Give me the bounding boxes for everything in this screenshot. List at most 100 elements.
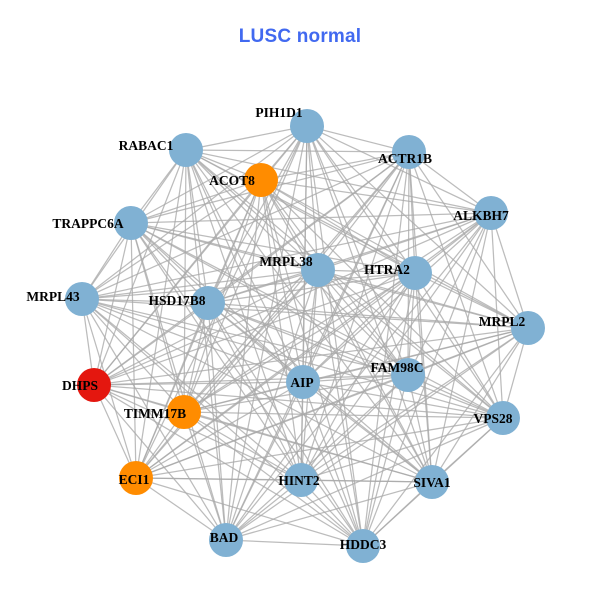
edge-line <box>207 272 416 304</box>
network-node-eci1[interactable] <box>119 461 153 495</box>
network-node-alkbh7[interactable] <box>474 196 508 230</box>
network-node-label-bad: BAD <box>210 530 239 545</box>
edge-line <box>130 222 416 274</box>
edge-line <box>183 302 209 413</box>
edge-line <box>225 539 364 547</box>
edge-line <box>183 411 504 419</box>
edge-line <box>185 149 529 329</box>
network-node-mrpl2[interactable] <box>511 311 545 345</box>
network-node-label-htra2: HTRA2 <box>364 262 410 277</box>
edge-line <box>185 149 409 376</box>
edge-line <box>81 298 433 483</box>
network-node-hddc3[interactable] <box>346 529 380 563</box>
edge-line <box>135 381 304 479</box>
network-node-label-dhps: DHPS <box>62 378 98 393</box>
network-node-label-hddc3: HDDC3 <box>340 537 387 552</box>
edge-line <box>93 384 364 547</box>
edge-line <box>431 327 529 483</box>
network-node-label-timm17b: TIMM17B <box>124 406 186 421</box>
network-node-hsd17b8[interactable] <box>191 286 225 320</box>
network-node-acot8[interactable] <box>244 163 278 197</box>
edge-line <box>408 151 504 419</box>
edge-line <box>362 212 492 547</box>
network-node-label-actr1b: ACTR1B <box>378 151 432 166</box>
network-node-dhps[interactable] <box>77 368 111 402</box>
edges-layer <box>81 125 529 547</box>
edge-line <box>185 149 410 153</box>
edge-line <box>81 272 416 300</box>
edge-line <box>302 272 416 383</box>
edge-line <box>135 269 319 479</box>
network-node-label-mrpl38: MRPL38 <box>259 254 312 269</box>
edge-line <box>260 179 492 214</box>
edge-line <box>81 298 209 304</box>
network-node-vps28[interactable] <box>486 401 520 435</box>
edge-line <box>183 411 364 547</box>
edge-line <box>414 272 504 419</box>
edge-line <box>130 212 492 224</box>
edge-line <box>183 411 302 481</box>
network-node-actr1b[interactable] <box>392 135 426 169</box>
edge-line <box>300 479 433 483</box>
edge-line <box>225 481 433 541</box>
edge-line <box>207 302 529 329</box>
edge-line <box>207 302 433 483</box>
network-node-mrpl38[interactable] <box>301 253 335 287</box>
edge-line <box>490 212 504 419</box>
edge-line <box>207 302 409 376</box>
network-node-label-siva1: SIVA1 <box>413 475 451 490</box>
edge-line <box>81 298 409 376</box>
edge-line <box>183 272 416 413</box>
network-node-siva1[interactable] <box>415 465 449 499</box>
edge-line <box>300 417 504 481</box>
network-node-rabac1[interactable] <box>169 133 203 167</box>
edge-line <box>81 269 319 300</box>
network-node-label-eci1: ECI1 <box>119 472 150 487</box>
edge-line <box>207 212 492 304</box>
network-node-label-mrpl43: MRPL43 <box>26 289 79 304</box>
network-node-htra2[interactable] <box>398 256 432 290</box>
edge-line <box>183 411 227 541</box>
edge-line <box>302 381 433 483</box>
network-node-pih1d1[interactable] <box>290 109 324 143</box>
edge-line <box>81 298 529 329</box>
network-node-hint2[interactable] <box>284 463 318 497</box>
edge-line <box>135 417 504 479</box>
edge-line <box>185 149 209 304</box>
edge-line <box>260 179 319 271</box>
edge-line <box>225 327 529 541</box>
network-node-aip[interactable] <box>286 365 320 399</box>
edge-line <box>130 222 137 479</box>
edge-line <box>414 272 529 329</box>
edge-line <box>490 212 529 329</box>
network-node-mrpl43[interactable] <box>65 282 99 316</box>
edge-line <box>207 302 504 419</box>
edge-line <box>207 302 364 547</box>
network-node-bad[interactable] <box>209 523 243 557</box>
edge-line <box>135 149 187 479</box>
nodes-layer[interactable] <box>65 109 545 563</box>
edge-line <box>93 327 529 386</box>
edge-line <box>183 149 187 413</box>
edge-line <box>225 381 304 541</box>
network-node-fam98c[interactable] <box>391 358 425 392</box>
edge-line <box>81 298 185 413</box>
network-node-label-trappc6a: TRAPPC6A <box>52 216 123 231</box>
edge-line <box>408 151 492 214</box>
network-node-timm17b[interactable] <box>167 395 201 429</box>
edge-line <box>225 269 319 541</box>
edge-line <box>183 269 319 413</box>
edge-line <box>93 384 504 419</box>
network-node-label-vps28: VPS28 <box>473 411 512 426</box>
network-node-trappc6a[interactable] <box>114 206 148 240</box>
edge-line <box>185 125 308 151</box>
edge-line <box>302 269 319 383</box>
network-node-label-mrpl2: MRPL2 <box>479 314 526 329</box>
edge-line <box>407 212 492 376</box>
edge-line <box>130 222 433 483</box>
edge-line <box>130 179 262 224</box>
edge-line <box>130 222 227 541</box>
edge-line <box>81 212 492 300</box>
network-node-label-rabac1: RABAC1 <box>119 138 174 153</box>
